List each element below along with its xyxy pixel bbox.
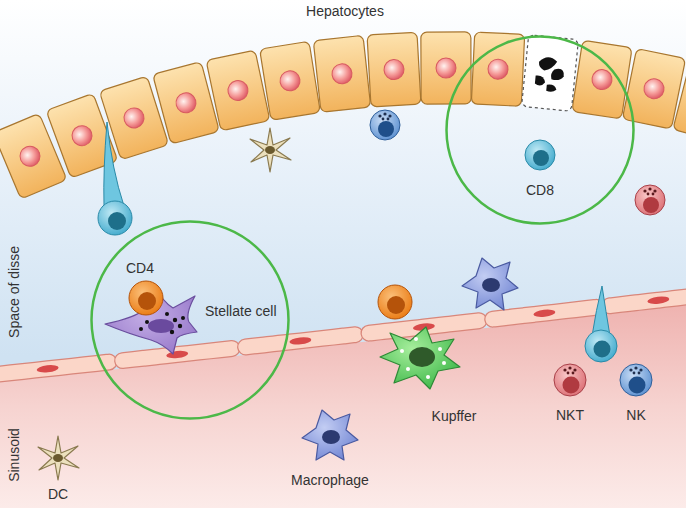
endothelial-body bbox=[123, 348, 232, 360]
hepatocyte-nucleus bbox=[488, 59, 509, 80]
dying-hepatocyte bbox=[522, 35, 579, 112]
kupffer-cell bbox=[380, 327, 460, 389]
circle-outline bbox=[90, 220, 290, 420]
cell-label: NKT bbox=[556, 407, 584, 423]
hepatocyte-nucleus bbox=[642, 77, 666, 101]
hepatocyte-body bbox=[421, 32, 471, 104]
endothelial-outline bbox=[610, 295, 686, 306]
stellate-cell bbox=[105, 284, 197, 354]
endothelial-outline bbox=[246, 335, 356, 347]
hepatocyte-cell bbox=[673, 60, 686, 142]
hepatocyte-nucleus bbox=[436, 58, 456, 78]
hepatocyte-nucleus bbox=[69, 123, 95, 149]
endothelial-nucleus bbox=[36, 364, 59, 373]
nk-cell bbox=[620, 364, 652, 396]
hepatocyte-nucleus bbox=[17, 143, 43, 169]
hepatocyte-cell bbox=[572, 40, 632, 119]
hepatocyte-body bbox=[572, 40, 632, 119]
hepatocyte-nucleus bbox=[121, 105, 146, 130]
t-cell bbox=[98, 122, 132, 235]
region-label: Sinusoid bbox=[6, 428, 22, 482]
t-cell bbox=[378, 285, 412, 319]
endothelial-cell bbox=[123, 348, 232, 360]
t-cell bbox=[585, 286, 617, 362]
endothelial-body bbox=[246, 335, 356, 347]
sinusoid-lumen bbox=[0, 305, 686, 508]
region-label: Space of disse bbox=[6, 246, 22, 338]
endothelial-nucleus bbox=[289, 336, 312, 345]
cell-label: NK bbox=[626, 407, 645, 423]
endothelial-outline bbox=[0, 362, 109, 375]
endothelial-cell bbox=[0, 362, 109, 375]
hepatocyte-body bbox=[260, 41, 321, 120]
hepatocyte-nucleus bbox=[174, 91, 198, 115]
cell-label: Hepatocytes bbox=[306, 3, 384, 19]
endothelial-cell bbox=[493, 307, 596, 319]
hepatocyte-cell bbox=[421, 32, 471, 104]
endothelial-cell bbox=[246, 335, 356, 347]
circle-outline bbox=[92, 222, 289, 419]
hepatocyte-nucleus bbox=[226, 79, 250, 103]
hepatocyte-body bbox=[313, 35, 370, 112]
hepatocyte-body bbox=[206, 50, 270, 131]
nkt-cell bbox=[635, 185, 665, 215]
macrophage-cell bbox=[302, 410, 358, 460]
macrophage-cell bbox=[462, 258, 518, 310]
endothelial-outline bbox=[123, 348, 232, 360]
cell-label: DC bbox=[48, 486, 68, 502]
hepatocyte-body bbox=[471, 32, 524, 106]
endothelial-outline bbox=[493, 307, 596, 319]
endothelial-nucleus bbox=[647, 295, 670, 304]
cd4-t-cell bbox=[129, 281, 163, 315]
nk-cell bbox=[370, 110, 400, 140]
cell-label: Stellate cell bbox=[205, 303, 277, 319]
hepatocyte-cell bbox=[367, 32, 421, 107]
endothelial-nucleus bbox=[533, 309, 556, 318]
hepatocyte-body bbox=[673, 60, 686, 142]
highlight-circle: CD4Stellate cell bbox=[90, 220, 290, 420]
endothelial-body bbox=[0, 362, 109, 375]
endothelial-body bbox=[493, 307, 596, 319]
cd8-t-cell bbox=[525, 140, 555, 170]
cell-label: CD8 bbox=[526, 182, 554, 198]
dendritic-cell bbox=[38, 436, 79, 480]
hepatocyte-cell bbox=[260, 41, 321, 120]
circle-outline bbox=[447, 37, 634, 224]
hepatocyte-nucleus bbox=[279, 69, 302, 92]
highlight-circle: CD8 bbox=[445, 35, 635, 225]
hepatocyte-row bbox=[0, 32, 686, 199]
hepatocyte-nucleus bbox=[383, 59, 404, 80]
hepatocyte-nucleus bbox=[331, 63, 353, 85]
hepatocyte-cell bbox=[206, 50, 270, 131]
hepatocyte-nucleus bbox=[591, 68, 614, 91]
endothelial-body bbox=[610, 295, 686, 306]
dendritic-cell bbox=[250, 128, 291, 172]
cell-label: CD4 bbox=[126, 260, 154, 276]
hepatocyte-body bbox=[367, 32, 421, 107]
hepatocyte-cell bbox=[471, 32, 524, 106]
nkt-cell bbox=[554, 364, 586, 396]
endothelial-cell bbox=[610, 295, 686, 306]
cell-label: Macrophage bbox=[291, 472, 369, 488]
cell-label: Kupffer bbox=[432, 408, 477, 424]
hepatocyte-cell bbox=[313, 35, 370, 112]
